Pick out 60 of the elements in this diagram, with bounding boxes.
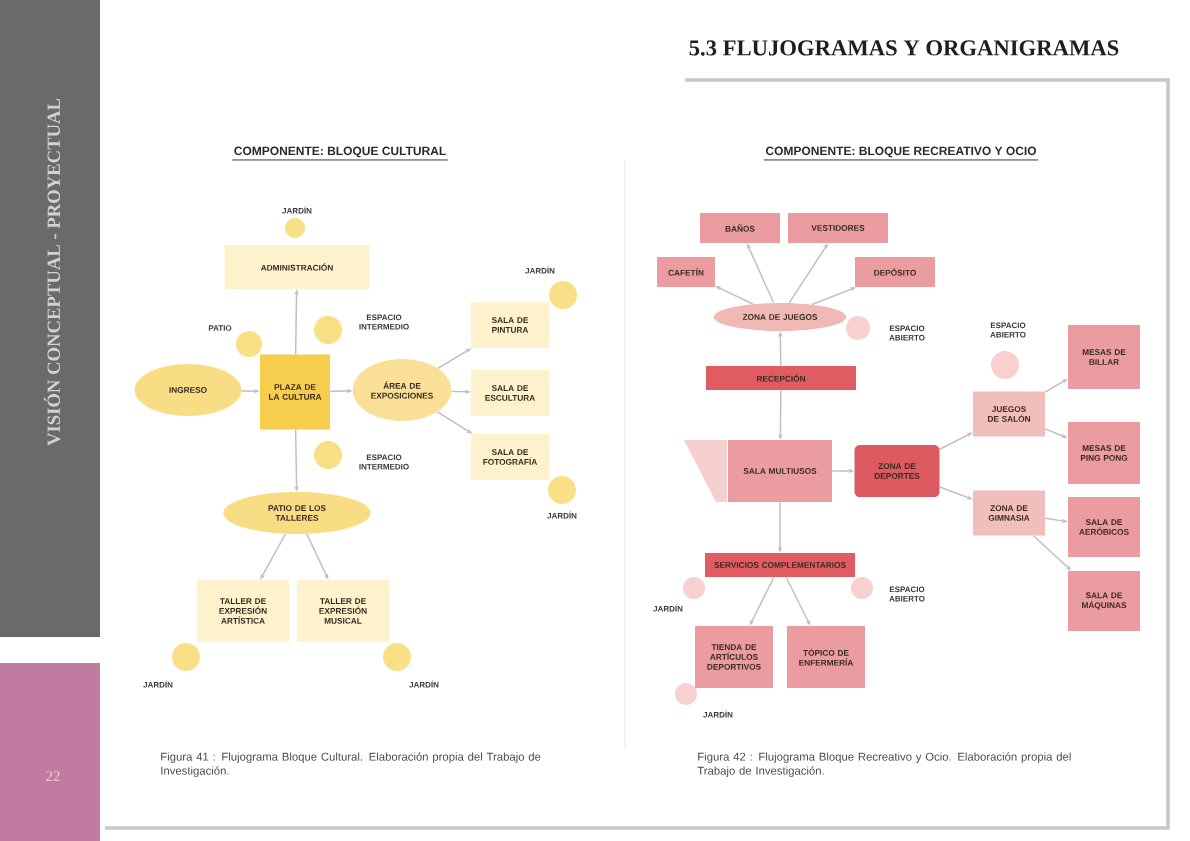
area-label: JARDÍN xyxy=(653,604,683,612)
section-subtitle: COMPONENTE: BLOQUE CULTURAL xyxy=(231,146,449,161)
program-box: TIENDA DE ARTÍCULOS DEPORTIVOS xyxy=(695,626,773,688)
program-box: MESAS DE PING PONG xyxy=(1068,422,1140,484)
program-box: TALLER DE EXPRESIÓN MUSICAL xyxy=(297,580,389,642)
program-box: SALA DE PINTURA xyxy=(471,302,549,348)
section-subtitle: COMPONENTE: BLOQUE RECREATIVO Y OCIO xyxy=(763,146,1039,161)
program-box: SALA DE ESCULTURA xyxy=(471,370,549,416)
figure-caption: Figura 41 : Flujograma Bloque Cultural. Elaboración propia del Trabajo de Investigación. xyxy=(161,752,541,777)
area-label: ESPACIO INTERMEDIO xyxy=(359,314,409,330)
sidebar-title: VISIÓN CONCEPTUAL - PROYECTUAL xyxy=(43,98,61,446)
program-box: CAFETÍN xyxy=(657,257,715,287)
circle-marker xyxy=(314,441,342,469)
arrow xyxy=(811,287,856,306)
area-label: ESPACIO ABIERTO xyxy=(990,322,1026,338)
program-box: DEPÓSITO xyxy=(855,257,935,287)
circle-marker xyxy=(675,683,697,705)
heading-bar: SERVICIOS COMPLEMENTARIOS xyxy=(705,553,855,577)
program-box: BAÑOS xyxy=(700,213,780,243)
arrow xyxy=(1044,378,1068,393)
rounded-box: ZONA DE DEPORTES xyxy=(854,445,940,497)
program-box: PLAZA DE LA CULTURA xyxy=(260,354,330,430)
circle-marker xyxy=(846,316,870,340)
program-box: SALA MULTIUSOS xyxy=(728,440,832,502)
circle-marker xyxy=(314,316,342,344)
program-box: SALA DE FOTOGRAFÍA xyxy=(471,434,549,480)
circle-marker xyxy=(383,643,411,671)
circle-marker xyxy=(172,643,200,671)
circle-marker xyxy=(548,476,576,504)
area-label: ESPACIO ABIERTO xyxy=(889,325,925,341)
area-label: JARDÍN xyxy=(547,511,577,519)
area-label: JARDÍN xyxy=(525,266,555,274)
program-box: JUEGOS DE SALÓN xyxy=(973,391,1045,437)
figure-caption: Figura 42 : Flujograma Bloque Recreativo y Ocio. Elaboración propia del Trabajo de Investigación. xyxy=(697,752,1071,777)
program-box: VESTIDORES xyxy=(788,213,888,243)
area-label: PATIO xyxy=(208,325,232,331)
program-box: ADMINISTRACIÓN xyxy=(224,245,370,289)
area-label: JARDÍN xyxy=(282,206,312,214)
program-box: TALLER DE EXPRESIÓN ARTÍSTICA xyxy=(197,580,289,642)
area-label: ESPACIO INTERMEDIO xyxy=(359,454,409,470)
arrow xyxy=(260,533,287,580)
circle-marker xyxy=(683,577,705,599)
program-box: SALA DE MÁQUINAS xyxy=(1068,571,1140,631)
page-number: 22 xyxy=(46,771,60,781)
program-box: ZONA DE GIMNASIA xyxy=(973,490,1045,536)
circle-marker xyxy=(236,331,262,357)
circle-marker xyxy=(851,577,873,599)
page-title: 5.3 FLUJOGRAMAS Y ORGANIGRAMAS xyxy=(689,40,1119,56)
area-label: JARDÍN xyxy=(703,710,733,718)
area-label: ESPACIO ABIERTO xyxy=(889,586,925,602)
program-box: MESAS DE BILLAR xyxy=(1068,325,1140,389)
heading-bar: RECEPCIÓN xyxy=(706,366,856,390)
circle-marker xyxy=(549,281,577,309)
program-box: TÓPICO DE ENFERMERÍA xyxy=(787,626,865,688)
area-label: JARDÍN xyxy=(409,680,439,688)
program-box: SALA DE AERÓBICOS xyxy=(1068,497,1140,557)
arrow xyxy=(939,432,973,450)
circle-marker xyxy=(991,351,1019,379)
area-label: JARDÍN xyxy=(143,680,173,688)
circle-marker xyxy=(285,218,305,238)
